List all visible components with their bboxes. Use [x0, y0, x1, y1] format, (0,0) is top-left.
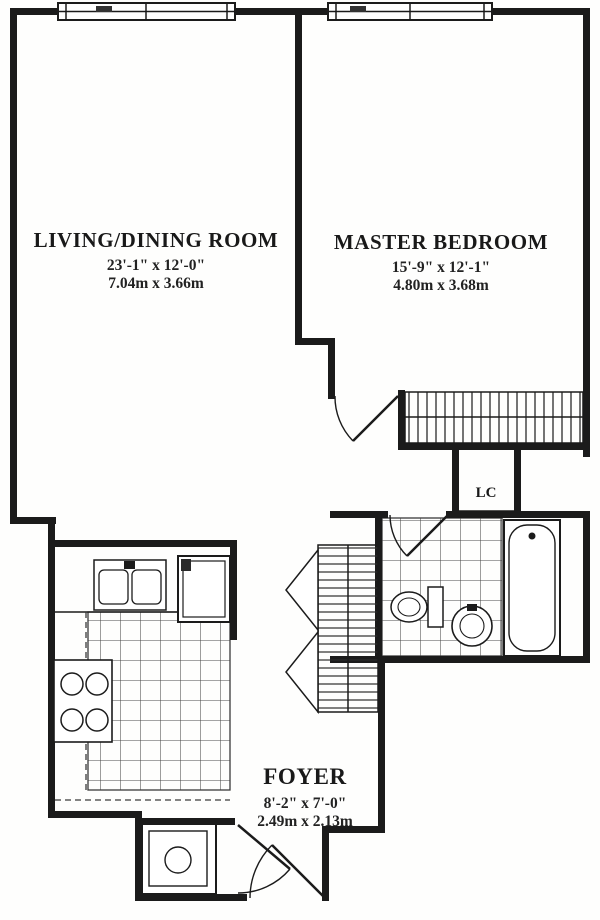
windows [57, 2, 493, 21]
burner [85, 708, 109, 732]
closets [285, 391, 584, 715]
wall-entry-cap [322, 826, 385, 833]
tub-drain [528, 532, 536, 540]
window-mark [96, 6, 112, 12]
doors [237, 395, 449, 899]
bathtub [503, 519, 561, 657]
wall-kitchen-left [48, 517, 55, 818]
burner [60, 672, 84, 696]
window-bedroom [327, 2, 493, 21]
wall-kitchen-right [230, 540, 237, 640]
faucet [124, 561, 135, 569]
wall-entry-jamb [322, 833, 329, 901]
wall-kitchen-top [48, 540, 237, 547]
wall-bath-top-left [330, 511, 388, 518]
wall-bedroom-step-h [295, 338, 335, 345]
living-dining-room-label: LIVING/DINING ROOM [34, 228, 279, 252]
foyer-dim-metric: 2.49m x 2.13m [257, 813, 353, 830]
kitchen-sink [93, 559, 167, 611]
wall-entry-step [135, 811, 142, 901]
range-stove [53, 659, 113, 743]
master-bedroom-label: MASTER BEDROOM [334, 230, 548, 254]
foyer-dim-imperial: 8'-2" x 7'-0" [264, 795, 347, 812]
wall-left [10, 8, 17, 524]
bifold-door-leaf [285, 629, 319, 715]
bathroom [390, 519, 561, 657]
wall-foyer-right [378, 656, 385, 833]
wall-bath-right [583, 511, 590, 663]
toilet [390, 586, 444, 628]
wall-bedroom-step-v [328, 338, 335, 399]
wall-bath-bottom [330, 656, 590, 663]
window-mark [350, 6, 366, 12]
pedestal-sink [451, 604, 493, 647]
burner [85, 672, 109, 696]
linen-closet-label: LC [476, 485, 497, 501]
wall-right-upper [583, 8, 590, 457]
wall-lc-right [514, 450, 521, 518]
bathroom-door [389, 514, 449, 557]
wall-utility-top [135, 818, 235, 825]
wall-left-jog [10, 517, 56, 524]
burner [60, 708, 84, 732]
faucet [467, 604, 477, 611]
wall-bottom [135, 894, 247, 901]
master-bedroom-dim-imperial: 15'-9" x 12'-1" [392, 259, 490, 276]
kitchen [53, 555, 231, 801]
master-bedroom-dim-metric: 4.80m x 3.68m [393, 277, 489, 294]
refrigerator [177, 555, 231, 623]
bedroom-door [334, 395, 399, 442]
floor-finishes [87, 517, 503, 791]
window-living [57, 2, 236, 21]
foyer-label: FOYER [263, 764, 347, 789]
wall-lc-left [452, 450, 459, 518]
wall-closet-left [398, 390, 405, 450]
bedroom-closet [404, 391, 584, 444]
wall-closet-bottom [398, 443, 590, 450]
labels: LIVING/DINING ROOM 23'-1" x 12'-0" 7.04m… [34, 228, 548, 830]
wall-room-divider [295, 8, 302, 345]
living-dining-dim-imperial: 23'-1" x 12'-0" [107, 257, 205, 274]
washer-dryer [141, 823, 217, 895]
foyer-closet [285, 544, 379, 715]
utility-door [237, 824, 291, 894]
wall-kitchen-bottom [48, 811, 142, 818]
bifold-door-leaf [285, 547, 319, 633]
living-dining-dim-metric: 7.04m x 3.66m [108, 275, 204, 292]
